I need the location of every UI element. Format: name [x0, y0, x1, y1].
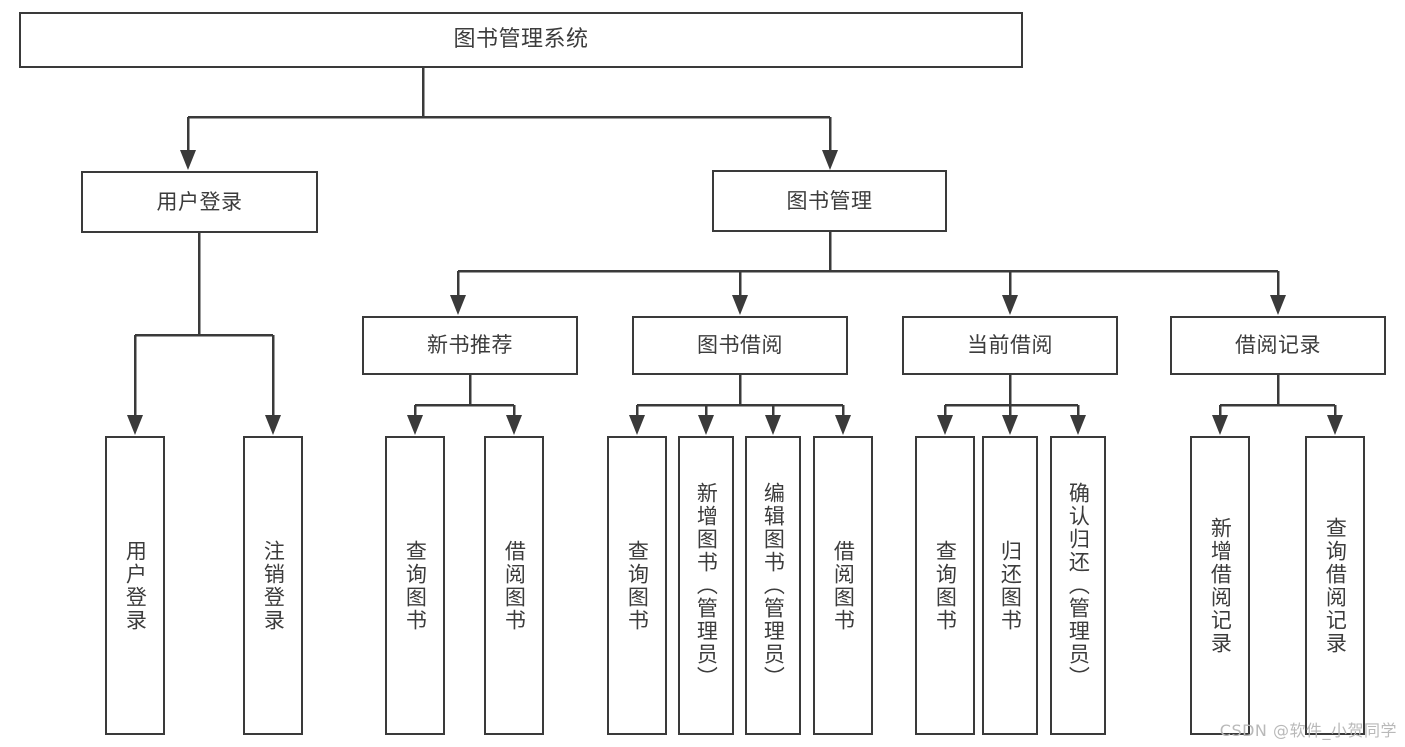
node-borrow-record[interactable]: 借阅记录 — [1170, 316, 1386, 375]
node-label: 当前借阅 — [967, 333, 1053, 358]
node-label: 用户登录 — [156, 189, 243, 214]
node-label: 注销登录 — [261, 539, 286, 632]
node-label: 新增借阅记录 — [1208, 516, 1233, 655]
node-label: 归还图书 — [998, 539, 1023, 632]
arrowhead-icon — [1002, 295, 1018, 315]
node-leaf-bb-borrow[interactable]: 借阅图书 — [813, 436, 873, 735]
node-leaf-br-add[interactable]: 新增借阅记录 — [1190, 436, 1250, 735]
node-label: 借阅图书 — [831, 539, 856, 632]
node-label: 查询图书 — [625, 539, 650, 632]
node-book-manage[interactable]: 图书管理 — [712, 170, 947, 232]
node-label: 确认归还（管理员） — [1066, 482, 1091, 689]
node-label: 用户登录 — [123, 539, 148, 632]
arrowhead-icon — [1327, 415, 1343, 435]
arrowhead-icon — [450, 295, 466, 315]
node-book-borrow[interactable]: 图书借阅 — [632, 316, 848, 375]
arrowhead-icon — [835, 415, 851, 435]
node-label: 图书借阅 — [697, 333, 783, 358]
node-label: 借阅图书 — [502, 539, 527, 632]
node-label: 查询借阅记录 — [1323, 516, 1348, 655]
node-label: 新增图书（管理员） — [694, 482, 719, 689]
node-leaf-cb-return[interactable]: 归还图书 — [982, 436, 1038, 735]
arrowhead-icon — [698, 415, 714, 435]
node-leaf-bb-add[interactable]: 新增图书（管理员） — [678, 436, 734, 735]
arrowhead-icon — [407, 415, 423, 435]
node-new-book-rec[interactable]: 新书推荐 — [362, 316, 578, 375]
arrowhead-icon — [506, 415, 522, 435]
arrowhead-icon — [265, 415, 281, 435]
node-label: 图书管理系统 — [453, 27, 589, 53]
arrowhead-icon — [1270, 295, 1286, 315]
arrowhead-icon — [765, 415, 781, 435]
node-label: 查询图书 — [403, 539, 428, 632]
arrowhead-icon — [1002, 415, 1018, 435]
node-leaf-user-login[interactable]: 用户登录 — [105, 436, 165, 735]
node-current-borrow[interactable]: 当前借阅 — [902, 316, 1118, 375]
arrowhead-icon — [1070, 415, 1086, 435]
node-user-login[interactable]: 用户登录 — [81, 171, 318, 233]
node-root[interactable]: 图书管理系统 — [19, 12, 1023, 68]
arrowhead-icon — [1212, 415, 1228, 435]
node-label: 新书推荐 — [427, 333, 513, 358]
node-leaf-cb-confirm[interactable]: 确认归还（管理员） — [1050, 436, 1106, 735]
arrowhead-icon — [937, 415, 953, 435]
arrowhead-icon — [127, 415, 143, 435]
node-label: 图书管理 — [786, 188, 873, 213]
arrowhead-icon — [732, 295, 748, 315]
node-leaf-cb-query[interactable]: 查询图书 — [915, 436, 975, 735]
node-leaf-rec-query[interactable]: 查询图书 — [385, 436, 445, 735]
node-label: 查询图书 — [933, 539, 958, 632]
node-label: 编辑图书（管理员） — [761, 482, 786, 689]
watermark: CSDN @软件_小贺同学 — [1219, 721, 1397, 740]
arrowhead-icon — [629, 415, 645, 435]
node-leaf-logout[interactable]: 注销登录 — [243, 436, 303, 735]
node-leaf-rec-borrow[interactable]: 借阅图书 — [484, 436, 544, 735]
node-leaf-br-query[interactable]: 查询借阅记录 — [1305, 436, 1365, 735]
node-leaf-bb-query[interactable]: 查询图书 — [607, 436, 667, 735]
node-label: 借阅记录 — [1235, 333, 1321, 358]
arrowhead-icon — [180, 150, 196, 170]
node-leaf-bb-edit[interactable]: 编辑图书（管理员） — [745, 436, 801, 735]
arrowhead-icon — [822, 150, 838, 170]
